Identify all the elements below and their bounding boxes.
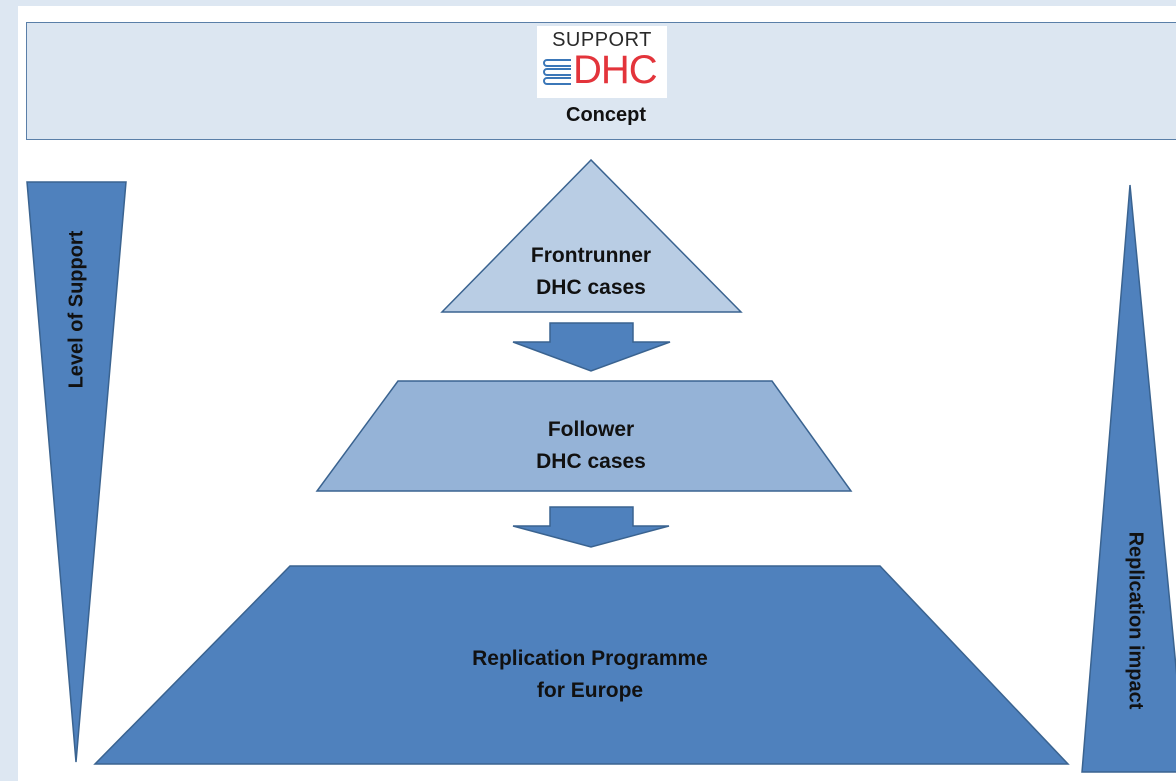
frontrunner-label: Frontrunner DHC cases [491,240,691,304]
logo-text-dhc: DHC [573,48,658,92]
pipe-lines-icon [543,59,571,85]
frontrunner-triangle [440,158,743,313]
replication-label-line2: for Europe [536,679,644,702]
level-of-support-label: Level of Support [65,230,88,389]
frontrunner-label-line1: Frontrunner [530,244,652,267]
follower-label-line2: DHC cases [536,450,646,473]
frontrunner-label-line2: DHC cases [536,276,646,299]
support-dhc-logo: SUPPORT DHC [537,26,667,98]
down-arrow-1 [512,322,671,372]
follower-label-line1: Follower [547,418,635,441]
replication-trapezoid [93,565,1070,765]
top-border-strip [0,0,1176,6]
follower-label: Follower DHC cases [484,414,698,478]
replication-impact-label: Replication impact [1124,531,1147,710]
header-title: Concept [566,104,646,126]
logo-text-support: SUPPORT [552,29,652,51]
level-of-support-wedge [26,181,127,763]
left-border-strip [0,0,18,781]
down-arrow-2 [512,506,670,548]
follower-trapezoid [315,380,853,492]
replication-label: Replication Programme for Europe [400,643,780,707]
replication-label-line1: Replication Programme [472,647,708,670]
replication-impact-wedge [1081,184,1176,773]
